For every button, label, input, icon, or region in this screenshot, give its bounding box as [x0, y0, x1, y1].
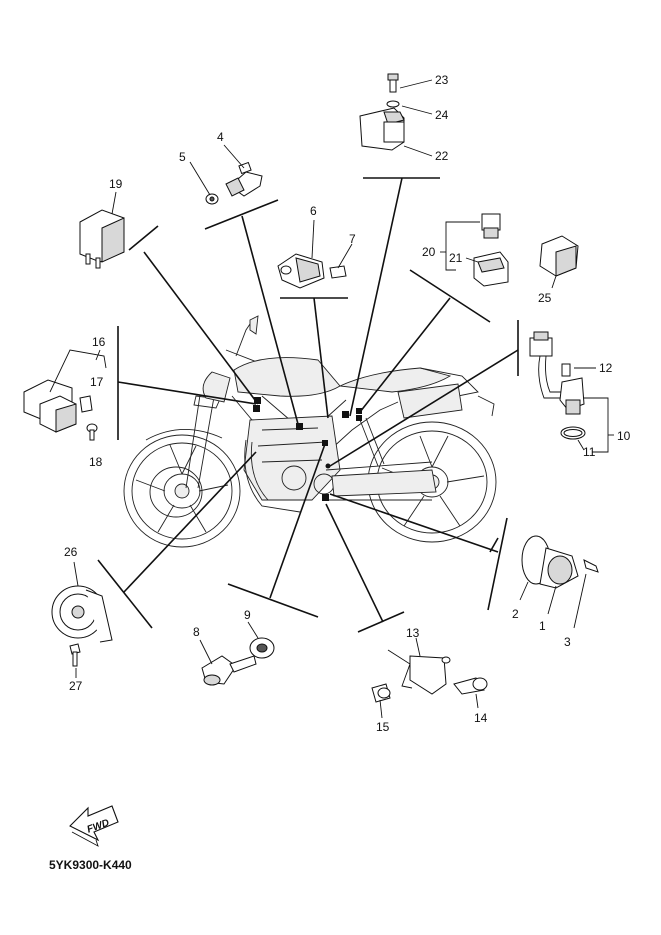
part-sensor-13-15 [371, 637, 488, 719]
motorcycle-illustration [123, 315, 497, 548]
callout-21: 21 [449, 251, 463, 265]
part-sensor-6-7 [277, 219, 353, 289]
part-horn-26 [51, 561, 113, 678]
part-sensor-4-5 [189, 144, 263, 205]
callout-10: 10 [617, 429, 631, 443]
part-relay-25 [539, 235, 579, 289]
fwd-arrow-icon: FWD [69, 805, 119, 847]
callout-25: 25 [538, 291, 552, 305]
callout-27: 27 [69, 679, 83, 693]
callout-9: 9 [244, 608, 251, 622]
diagram-code: 5YK9300-K440 [49, 858, 132, 872]
callout-13: 13 [406, 626, 420, 640]
callout-15: 15 [376, 720, 390, 734]
callout-12: 12 [599, 361, 613, 375]
part-relay-22 [359, 73, 433, 157]
part-relay-20-21 [440, 213, 509, 287]
callout-17: 17 [90, 375, 104, 389]
leader-lines [97, 177, 519, 633]
callout-3: 3 [564, 635, 571, 649]
callout-labels: 1 2 3 4 5 6 7 8 9 10 11 12 13 14 15 16 1… [64, 73, 631, 734]
part-relay-16-18 [23, 349, 107, 441]
callout-5: 5 [179, 150, 186, 164]
callout-1: 1 [539, 619, 546, 633]
callout-11: 11 [583, 445, 596, 459]
callout-22: 22 [435, 149, 449, 163]
callout-18: 18 [89, 455, 103, 469]
callout-8: 8 [193, 625, 200, 639]
callout-26: 26 [64, 545, 78, 559]
callout-7: 7 [349, 232, 356, 246]
callout-24: 24 [435, 108, 449, 122]
callout-14: 14 [474, 711, 488, 725]
part-flasher-19 [79, 191, 125, 269]
part-sensor-8-9 [199, 621, 275, 686]
callout-20: 20 [422, 245, 436, 259]
callout-2: 2 [512, 607, 519, 621]
part-sensor-1-3 [519, 535, 599, 629]
part-sensor-10-12 [529, 331, 614, 453]
callout-6: 6 [310, 204, 317, 218]
callout-23: 23 [435, 73, 449, 87]
callout-16: 16 [92, 335, 106, 349]
callout-4: 4 [217, 130, 224, 144]
callout-19: 19 [109, 177, 123, 191]
